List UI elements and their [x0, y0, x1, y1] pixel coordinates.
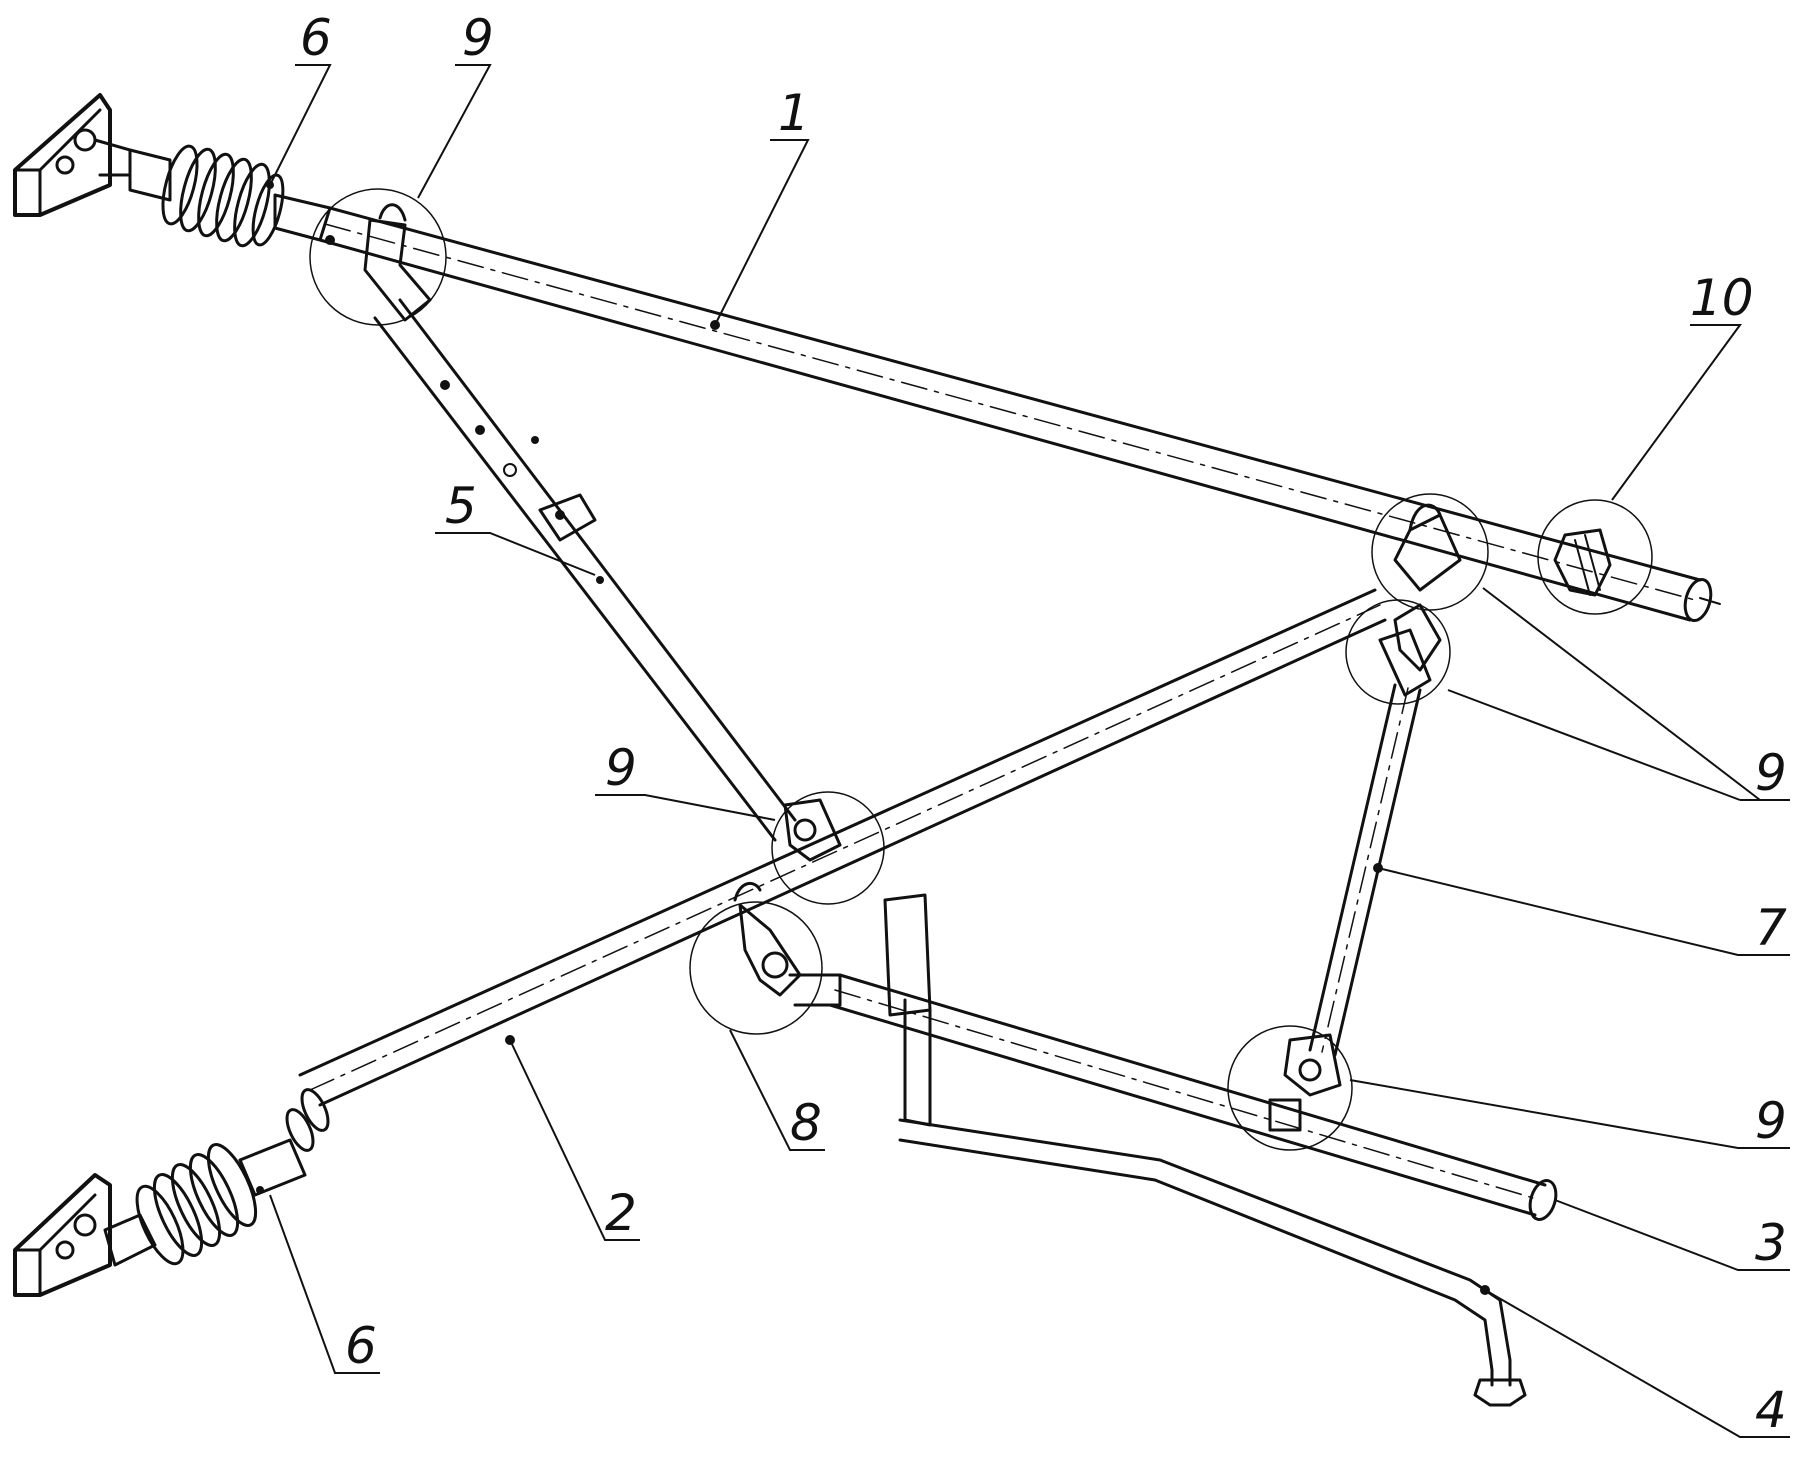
reference-dots	[505, 320, 1490, 1295]
clamp-10	[1553, 528, 1612, 597]
callout-9-right: 9	[1755, 744, 1787, 802]
callout-7: 7	[1755, 899, 1787, 957]
callout-9-top: 9	[462, 9, 494, 67]
callout-6-bottom: 6	[345, 1317, 377, 1375]
clamp-top-right	[1393, 503, 1462, 672]
callout-8: 8	[790, 1094, 822, 1152]
callout-numbers: 6 9 1 10 5 9 9 7 9 8 2 3 6 4	[300, 9, 1787, 1439]
callout-3: 3	[1755, 1214, 1787, 1272]
callout-5: 5	[445, 477, 477, 535]
tube-3	[828, 973, 1558, 1221]
callout-6-top: 6	[300, 9, 332, 67]
tube-2	[298, 588, 1387, 1107]
leader-lines	[269, 64, 1790, 1438]
clamp-right-mid	[1378, 628, 1432, 697]
tube-5	[373, 298, 797, 842]
callout-9-center: 9	[605, 739, 637, 797]
clamp-center	[783, 798, 842, 862]
callout-9-lower-right: 9	[1755, 1092, 1787, 1150]
detail-circles	[309, 188, 1653, 1151]
callout-2: 2	[605, 1184, 637, 1242]
upper-insulator	[128, 144, 335, 248]
lower-insulator	[103, 1088, 330, 1267]
lower-wall-bracket	[13, 1173, 112, 1297]
callout-10: 10	[1690, 269, 1754, 327]
upper-wall-bracket	[13, 93, 132, 217]
callout-1: 1	[778, 84, 810, 142]
clamp-lower-right	[1268, 1033, 1342, 1132]
tube-1	[318, 206, 1721, 623]
callout-4: 4	[1755, 1381, 1787, 1439]
tube-7	[1308, 683, 1422, 1057]
clamp-8	[733, 881, 842, 1007]
